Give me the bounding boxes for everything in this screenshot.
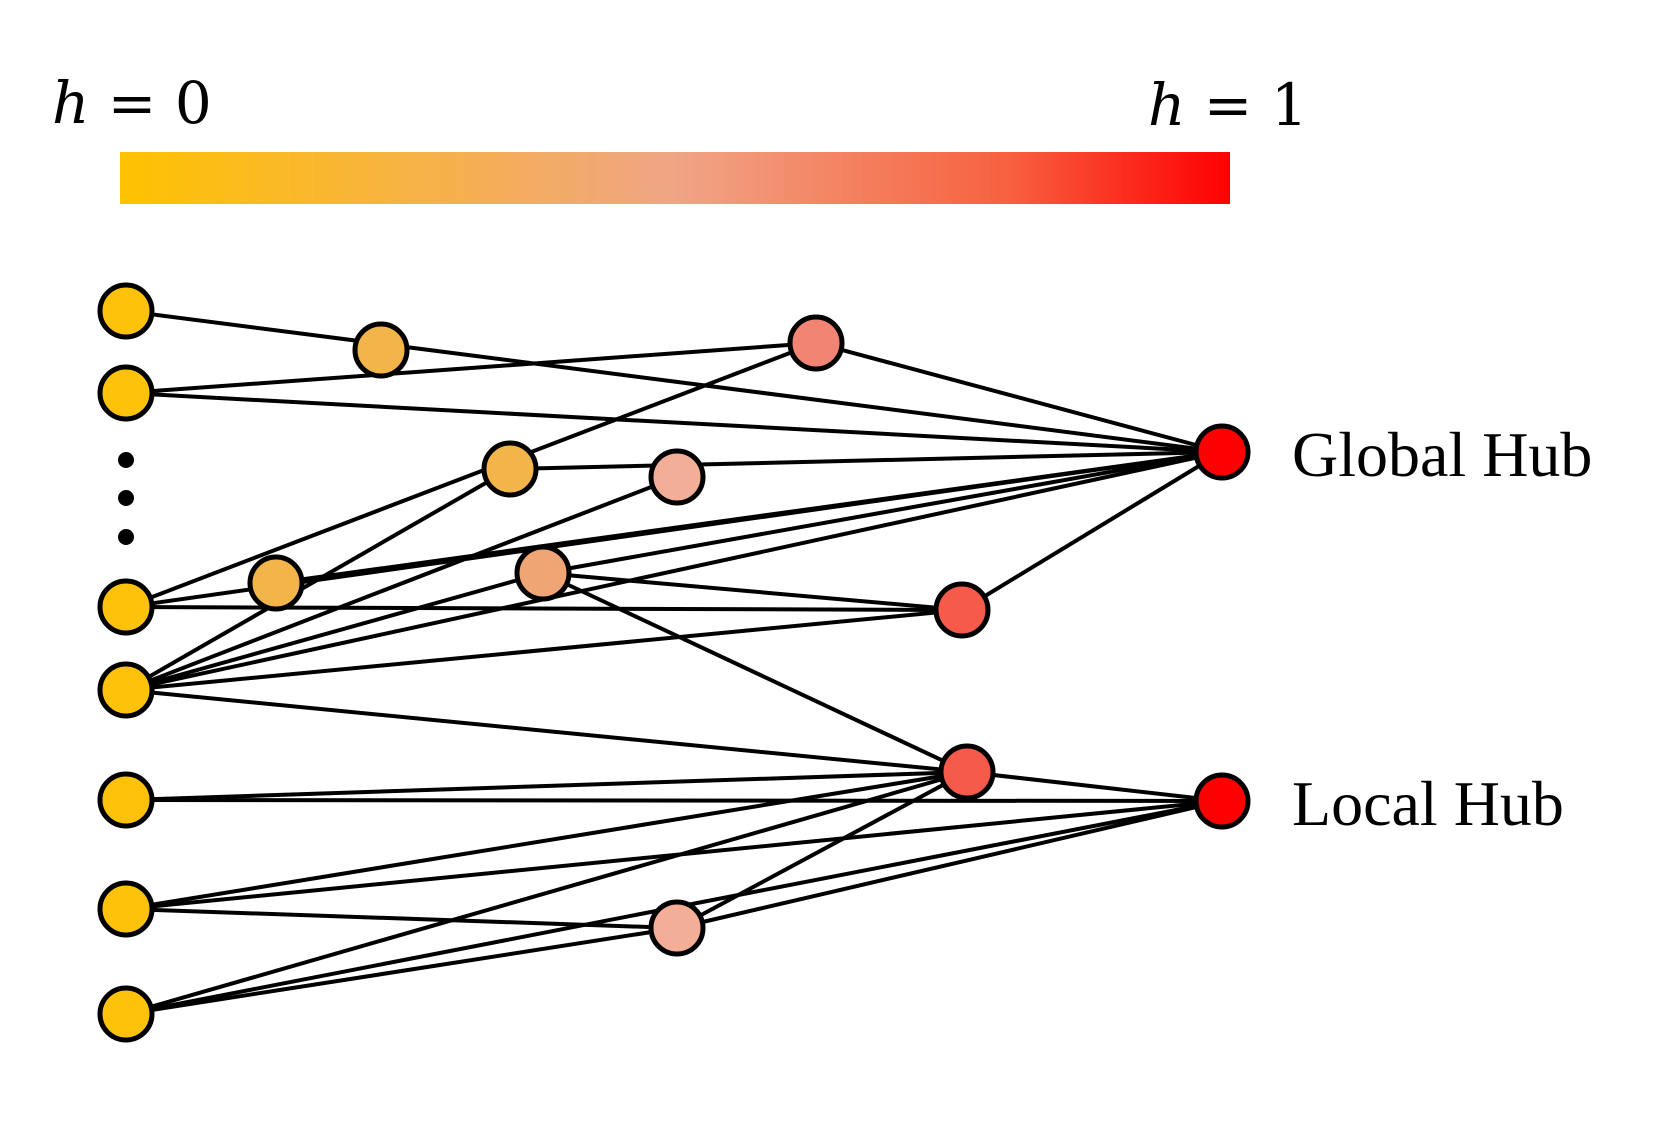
scale-right-value: = 1 [1185,71,1307,139]
node-intermediate [938,743,996,801]
edge [125,926,678,1016]
edge [125,475,678,692]
node-intermediate [514,544,572,602]
node-intermediate [648,899,706,957]
edge [676,770,968,930]
ellipsis-dot [118,452,134,468]
h-gradient-bar [120,152,1230,204]
edge [275,450,1223,585]
node-h0 [97,282,155,340]
node-intermediate [352,321,410,379]
nodes [97,282,1251,1043]
local-hub-node [1193,772,1251,830]
scale-left-value: = 0 [89,69,211,137]
edge [542,450,1223,575]
node-intermediate [648,448,706,506]
edge [815,341,1223,454]
edge [125,467,511,692]
node-h0 [97,364,155,422]
edge [125,341,817,609]
edge [125,341,817,395]
local-hub-label: Local Hub [1292,768,1564,839]
global-hub-label: Global Hub [1292,419,1592,490]
ellipsis-dots [118,452,134,545]
edge [509,450,1223,471]
edge [125,907,678,930]
edge [125,450,1223,692]
edge [125,608,963,692]
global-hub-node [1193,423,1251,481]
edge [125,391,1223,454]
node-h0 [97,661,155,719]
node-intermediate [481,440,539,498]
scale-label-right: h = 1 [1148,71,1308,139]
edge [125,770,968,1016]
edge [960,450,1224,612]
ellipsis-dot [118,490,134,506]
edge [125,688,968,774]
edge [125,605,963,612]
scale-label-left: h = 0 [52,69,212,137]
scale-right-var: h [1148,71,1185,139]
node-h0 [97,771,155,829]
edge [542,571,963,612]
edge [542,571,968,774]
scale-left-var: h [52,69,89,137]
edge [676,799,1223,930]
edges [125,309,1224,1016]
edge [966,770,1223,803]
node-h0 [97,880,155,938]
node-intermediate [787,314,845,372]
edge [125,571,544,692]
edge [125,770,968,802]
edge [125,798,1223,803]
node-h0 [97,578,155,636]
edge [125,309,1223,454]
node-intermediate [933,581,991,639]
ellipsis-dot [118,529,134,545]
node-h0 [97,985,155,1043]
edge [125,770,968,911]
node-intermediate [247,554,305,612]
